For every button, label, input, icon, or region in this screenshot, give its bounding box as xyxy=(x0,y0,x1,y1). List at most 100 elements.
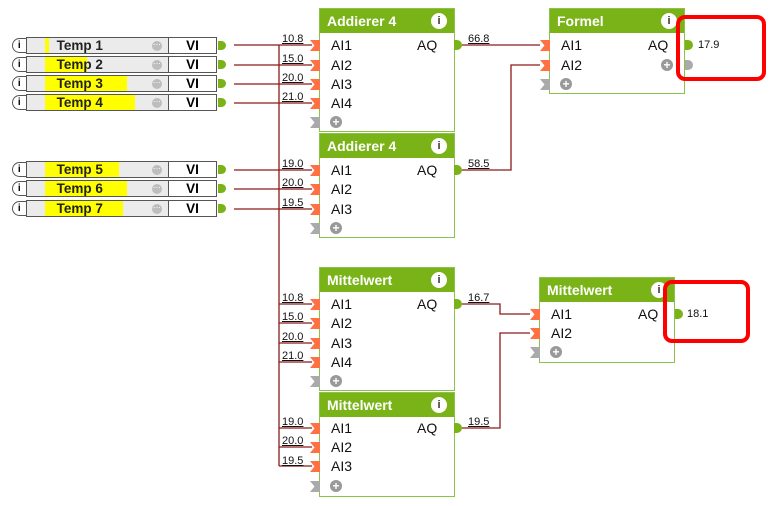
input-name-box[interactable]: Temp 3⋯ xyxy=(25,75,169,92)
input-port[interactable] xyxy=(310,98,320,109)
input-name-box[interactable]: Temp 5⋯ xyxy=(25,161,169,178)
input-temp-4[interactable]: i Temp 4⋯ VI xyxy=(12,94,226,111)
output-connector[interactable] xyxy=(218,184,226,193)
input-port[interactable] xyxy=(540,40,550,51)
pin-label: AQ xyxy=(417,162,438,178)
pin-label: AI2 xyxy=(551,325,573,341)
info-icon[interactable]: i xyxy=(431,397,447,413)
info-icon[interactable]: i xyxy=(431,138,447,154)
input-name-box[interactable]: Temp 4⋯ xyxy=(25,94,169,111)
input-port[interactable] xyxy=(530,309,540,320)
pin-label: AI2 xyxy=(331,181,353,197)
more-icon[interactable]: ⋯ xyxy=(151,78,162,89)
input-port[interactable] xyxy=(540,60,550,71)
info-icon[interactable]: i xyxy=(12,76,26,91)
input-temp-7[interactable]: i Temp 7⋯ VI xyxy=(12,200,226,217)
info-icon[interactable]: i xyxy=(12,57,26,72)
input-type: VI xyxy=(168,75,218,92)
add-input-icon[interactable]: + xyxy=(550,346,562,358)
input-temp-2[interactable]: i Temp 2⋯ VI xyxy=(12,56,226,73)
info-icon[interactable]: i xyxy=(12,181,26,196)
output-port[interactable] xyxy=(675,309,683,319)
input-port[interactable] xyxy=(310,461,320,472)
output-connector[interactable] xyxy=(218,98,226,107)
info-icon[interactable]: i xyxy=(12,201,26,216)
output-connector[interactable] xyxy=(218,41,226,50)
input-port[interactable] xyxy=(310,79,320,90)
output-port[interactable] xyxy=(454,423,462,433)
block-mittelwert-1[interactable]: Mittelwert i xyxy=(319,267,455,391)
output-connector[interactable] xyxy=(218,165,226,174)
input-port[interactable] xyxy=(310,423,320,434)
add-input-icon[interactable]: + xyxy=(330,222,342,234)
block-header[interactable]: Mittelwert i xyxy=(320,268,454,292)
input-name: Temp 6 xyxy=(56,181,103,196)
more-icon[interactable]: ⋯ xyxy=(151,183,162,194)
input-name-box[interactable]: Temp 6 ⋯ xyxy=(25,180,169,197)
input-port[interactable] xyxy=(310,184,320,195)
input-temp-5[interactable]: i Temp 5⋯ VI xyxy=(12,161,226,178)
input-port[interactable] xyxy=(310,338,320,349)
input-name-box[interactable]: Temp 1⋯ xyxy=(25,37,169,54)
add-input-port[interactable] xyxy=(530,347,540,358)
output-port[interactable] xyxy=(454,40,462,50)
pin-label: AI1 xyxy=(551,306,573,322)
output-connector[interactable] xyxy=(218,204,226,213)
input-temp-1[interactable]: i Temp 1⋯ VI xyxy=(12,37,226,54)
output-port[interactable] xyxy=(454,165,462,175)
more-icon[interactable]: ⋯ xyxy=(151,164,162,175)
add-input-port[interactable] xyxy=(540,79,550,90)
add-input-icon[interactable]: + xyxy=(330,480,342,492)
input-port[interactable] xyxy=(310,204,320,215)
add-input-port[interactable] xyxy=(310,117,320,128)
input-port[interactable] xyxy=(310,40,320,51)
info-icon[interactable]: i xyxy=(431,272,447,288)
input-temp-6[interactable]: i Temp 6⋯ VI xyxy=(12,180,226,197)
input-port[interactable] xyxy=(310,442,320,453)
input-name-box[interactable]: Temp 2⋯ xyxy=(25,56,169,73)
add-input-icon[interactable]: + xyxy=(330,116,342,128)
output-port[interactable] xyxy=(454,299,462,309)
input-port[interactable] xyxy=(310,357,320,368)
add-input-port[interactable] xyxy=(310,481,320,492)
wire-value: 19.5 xyxy=(282,197,304,209)
output-connector[interactable] xyxy=(218,79,226,88)
add-input-icon[interactable]: + xyxy=(330,375,342,387)
add-input-port[interactable] xyxy=(310,376,320,387)
wire-value: 19.0 xyxy=(282,158,304,170)
input-name-box[interactable]: Temp 7⋯ xyxy=(25,200,169,217)
more-icon[interactable]: ⋯ xyxy=(151,59,162,70)
add-output-icon[interactable]: + xyxy=(661,59,673,71)
output-port[interactable] xyxy=(685,40,693,50)
more-icon[interactable]: ⋯ xyxy=(151,203,162,214)
add-output-port[interactable] xyxy=(685,60,693,70)
info-icon[interactable]: i xyxy=(431,13,447,29)
input-port[interactable] xyxy=(310,60,320,71)
input-temp-3[interactable]: i Temp 3⋯ VI xyxy=(12,75,226,92)
input-port[interactable] xyxy=(310,165,320,176)
add-input-port[interactable] xyxy=(310,223,320,234)
add-input-icon[interactable]: + xyxy=(560,78,572,90)
info-icon[interactable]: i xyxy=(12,95,26,110)
more-icon[interactable]: ⋯ xyxy=(151,97,162,108)
info-icon[interactable]: i xyxy=(661,13,677,29)
info-icon[interactable]: i xyxy=(12,162,26,177)
output-connector[interactable] xyxy=(218,60,226,69)
more-icon[interactable]: ⋯ xyxy=(151,40,162,51)
info-icon[interactable]: i xyxy=(12,38,26,53)
input-port[interactable] xyxy=(310,318,320,329)
wire-value: 66.8 xyxy=(468,33,490,45)
block-title: Mittelwert xyxy=(327,272,393,288)
input-port[interactable] xyxy=(530,328,540,339)
input-port[interactable] xyxy=(310,299,320,310)
